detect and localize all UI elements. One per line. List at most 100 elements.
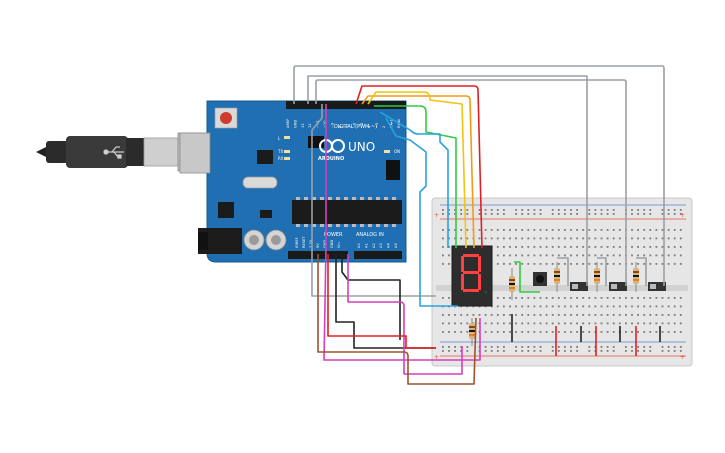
power-label: POWER — [324, 232, 343, 238]
usb-cable[interactable] — [36, 132, 205, 172]
wire-gray[interactable] — [293, 65, 665, 286]
pin-label: ~9 — [330, 122, 334, 128]
breadboard-hole — [637, 297, 639, 299]
breadboard-hole — [466, 346, 469, 348]
breadboard-hole — [600, 297, 603, 299]
breadboard-hole — [496, 322, 499, 325]
breadboard-hole — [679, 213, 682, 215]
breadboard-hole — [643, 246, 646, 248]
breadboard-hole — [570, 237, 572, 240]
breadboard-hole — [631, 209, 633, 211]
breadboard-hole — [539, 346, 542, 348]
breadboard-hole — [545, 263, 548, 265]
breadboard-hole — [564, 322, 566, 325]
breadboard-hole — [600, 229, 603, 231]
breadboard-hole — [631, 322, 633, 325]
breadboard-hole — [442, 229, 444, 231]
breadboard-hole — [509, 229, 511, 231]
breadboard-hole — [606, 263, 609, 265]
breadboard-hole — [557, 314, 560, 316]
breadboard-hole — [570, 213, 572, 215]
breadboard-hole — [667, 263, 670, 265]
breadboard-hole — [612, 322, 615, 325]
wire-yellow[interactable] — [367, 91, 467, 249]
breadboard-hole — [551, 346, 554, 348]
wire-black[interactable] — [341, 254, 401, 340]
breadboard-hole — [503, 350, 505, 352]
wire-green[interactable] — [374, 105, 457, 248]
breadboard-hole — [600, 305, 603, 308]
wire-blue[interactable] — [385, 117, 458, 307]
wire-red[interactable] — [355, 85, 483, 249]
breadboard-hole — [679, 237, 682, 240]
wire-gray[interactable] — [311, 104, 436, 297]
breadboard-hole — [643, 297, 646, 299]
breadboard-hole — [448, 263, 450, 265]
wire-orange[interactable] — [361, 95, 475, 249]
resistor[interactable] — [633, 262, 639, 292]
breadboard-hole — [637, 346, 639, 348]
arduino-uno-board[interactable]: UNO ARDUINO DIGITAL (PWM ~) POWER ANALOG… — [179, 100, 407, 263]
wire-gray[interactable] — [315, 79, 627, 286]
slide-switch[interactable] — [648, 282, 666, 291]
wire-gray[interactable] — [557, 257, 569, 286]
breadboard-hole — [527, 331, 530, 333]
breadboard-hole — [667, 314, 670, 316]
breadboard-hole — [442, 209, 444, 211]
slide-switch[interactable] — [570, 282, 588, 291]
wire-brown[interactable] — [317, 254, 477, 385]
breadboard-hole — [460, 229, 463, 231]
crystal-oscillator — [242, 176, 278, 189]
breadboard-hole — [521, 331, 524, 333]
rail-plus-marker: + — [434, 212, 439, 219]
breadboard-hole — [515, 314, 517, 316]
slide-switch[interactable] — [609, 282, 627, 291]
breadboard-hole — [478, 213, 481, 215]
breadboard-hole — [521, 322, 524, 325]
breadboard-hole — [551, 246, 554, 248]
wire-magenta[interactable] — [323, 104, 481, 361]
reset-button[interactable] — [214, 107, 238, 129]
wire-green[interactable] — [514, 261, 540, 293]
wire-red[interactable] — [327, 254, 436, 349]
breadboard-hole — [533, 350, 536, 352]
resistor[interactable] — [594, 262, 600, 292]
breadboard-hole — [496, 331, 499, 333]
breadboard-hole — [673, 322, 676, 325]
breadboard-hole — [606, 346, 609, 348]
resistor[interactable] — [509, 268, 515, 300]
breadboard-hole — [539, 297, 542, 299]
breadboard-hole — [515, 209, 517, 211]
wire-gray[interactable] — [597, 257, 607, 286]
breadboard-hole — [515, 350, 517, 352]
breadboard-hole — [673, 237, 676, 240]
center-channel — [436, 285, 688, 291]
breadboard-hole — [576, 254, 578, 257]
seven-segment-display[interactable] — [451, 245, 493, 307]
breadboard-hole — [570, 350, 572, 352]
pin-label: GND — [323, 240, 327, 248]
breadboard-hole — [448, 246, 450, 248]
breadboard-hole — [484, 229, 487, 231]
wire-magenta[interactable] — [347, 254, 463, 375]
wire-blue[interactable] — [379, 111, 449, 248]
breadboard-hole — [661, 263, 664, 265]
breadboard-hole — [637, 331, 639, 333]
breadboard-hole — [448, 254, 450, 257]
wire-gray[interactable] — [636, 257, 647, 286]
push-button[interactable] — [533, 272, 547, 286]
breadboard-hole — [533, 322, 536, 325]
breadboard-hole — [631, 246, 633, 248]
breadboard-hole — [460, 213, 463, 215]
breadboard-hole — [618, 246, 621, 248]
resistor[interactable] — [554, 262, 560, 292]
wire-gray[interactable] — [307, 75, 588, 286]
breadboard[interactable]: + + + + — [431, 197, 693, 367]
breadboard-hole — [588, 246, 591, 248]
breadboard-hole — [679, 246, 682, 248]
wire-black[interactable] — [335, 254, 436, 349]
resistor[interactable] — [469, 318, 475, 346]
breadboard-hole — [564, 213, 566, 215]
breadboard-hole — [503, 213, 505, 215]
